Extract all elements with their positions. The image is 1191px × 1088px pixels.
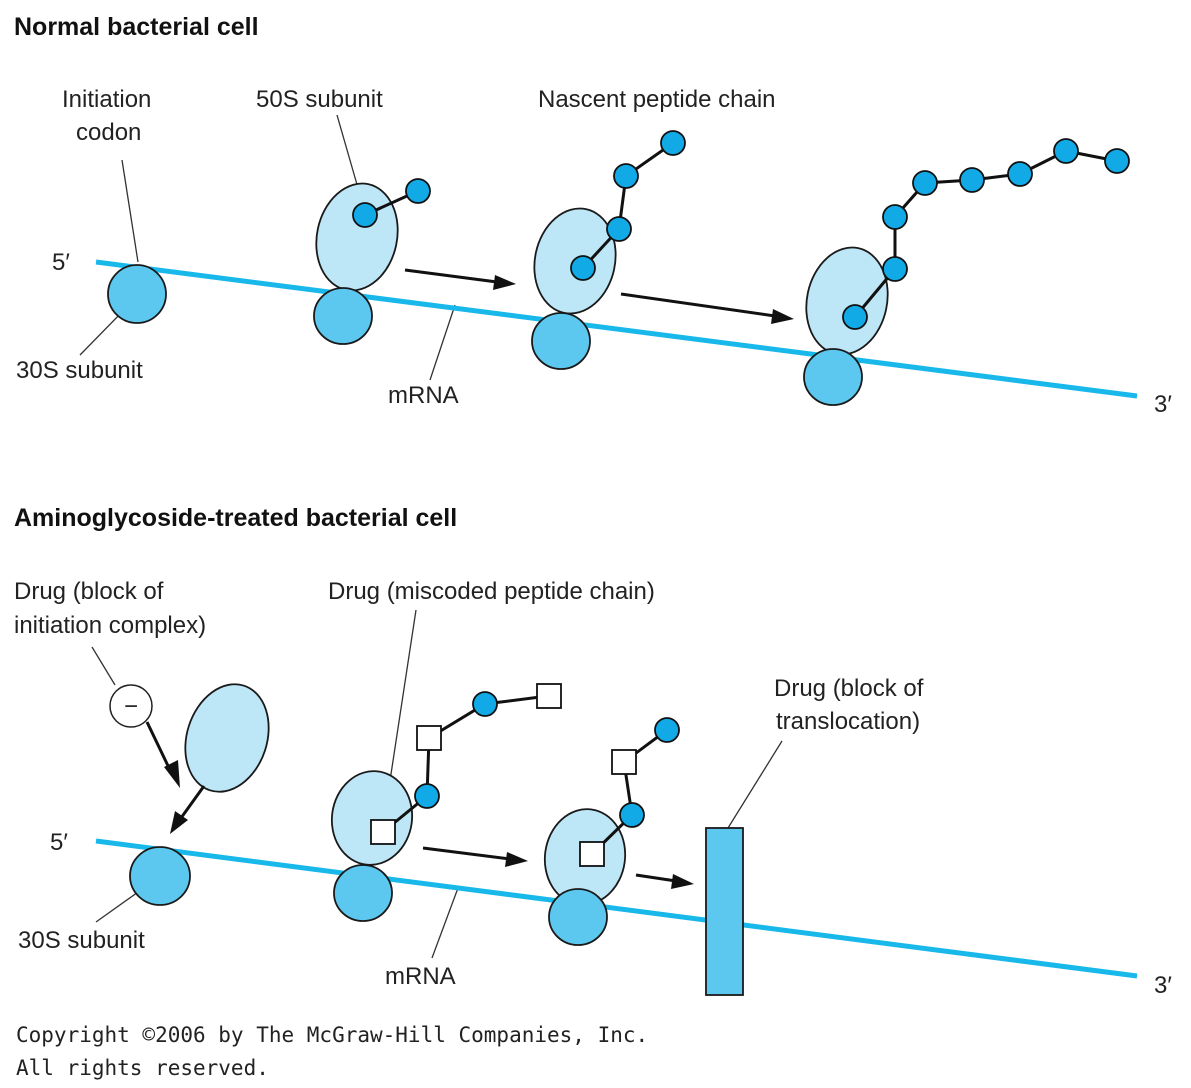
miscoded-amino-acid [370,819,396,845]
progression-arrow [404,268,498,284]
amino-acid [882,256,908,282]
subunit-30s [803,348,863,406]
subunit-50s-pointer [336,114,361,196]
subunit-50s-detached [184,683,270,793]
amino-acid [405,178,431,204]
ribosome [531,130,686,370]
subunit-30s [107,264,167,324]
copyright-line2: All rights reserved. [16,1056,269,1080]
peptide-chain [853,149,1118,318]
drug-translocation-label-line2: translocation) [776,708,920,735]
arrowhead [771,309,794,324]
amino-acid [1007,161,1033,187]
initiation-codon-label-line2: codon [76,119,141,146]
drug-initiation-label: Drug (block of [14,578,164,605]
amino-acid [959,167,985,193]
drug-translocation-pointer [727,740,783,829]
subunit-50s [330,770,414,866]
peptide-chain [581,141,674,270]
five-prime-label: 5′ [50,829,68,856]
subunit-30s-label: 30S subunit [16,357,143,384]
ribosome [330,683,562,922]
drug-initiation-label-line2: initiation complex) [14,612,206,639]
subunit-30s-label: 30S subunit [18,927,145,954]
arrowhead [493,275,516,290]
mrna-label: mRNA [388,382,459,409]
miscoded-amino-acid [579,841,605,867]
ribosome [543,717,680,946]
copyright-line1: Copyright ©2006 by The McGraw-Hill Compa… [16,1023,648,1047]
amino-acid [619,802,645,828]
normal-panel-title: Normal bacterial cell [14,13,259,41]
arrowhead [164,760,180,788]
initiation-codon-label: Initiation [62,86,151,113]
mrna-pointer [431,887,459,959]
initiation-codon-pointer [121,159,139,263]
minus-sign: − [124,693,138,720]
inhibition-arrow [145,721,172,771]
amino-acid [472,691,498,717]
miscoded-amino-acid [416,725,442,751]
subunit-30s [548,888,608,946]
drug-translocation-label: Drug (block of [774,675,924,702]
drug-initiation-pointer [91,646,116,686]
ribosome [803,138,1130,406]
progression-arrow [422,846,511,861]
subunit-50s [805,246,889,356]
mrna-label: mRNA [385,963,456,990]
five-prime-label: 5′ [52,249,70,276]
drug-miscoded-label: Drug (miscoded peptide chain) [328,578,655,605]
ribosome [313,178,431,345]
amino-acid [842,304,868,330]
subunit-30s [333,864,393,922]
amino-acid [570,255,596,281]
amino-acid [912,170,938,196]
miscoded-peptide-chain [590,728,668,856]
three-prime-label: 3′ [1154,972,1172,999]
three-prime-label: 3′ [1154,391,1172,418]
amino-acid [1104,148,1130,174]
miscoded-amino-acid [611,749,637,775]
amino-acid [613,163,639,189]
treated-panel-title: Aminoglycoside-treated bacterial cell [14,504,457,532]
mrna-strand [95,259,1138,399]
amino-acid [606,216,632,242]
amino-acid [882,204,908,230]
amino-acid [352,202,378,228]
amino-acid [1053,138,1079,164]
translocation-block [705,827,744,996]
arrowhead [505,852,528,867]
normal-panel: Normal bacterial cell Initiation codon 5… [14,13,1172,418]
subunit-30s [313,287,373,345]
arrowhead [170,811,188,834]
subunit-50s [315,182,399,292]
subunit-30s [129,846,191,906]
subunit-30s [531,312,591,370]
progression-arrow [620,292,776,318]
miscoded-peptide-chain [382,694,549,834]
mrna-strand [95,838,1138,979]
amino-acid [414,783,440,809]
nascent-peptide-label: Nascent peptide chain [538,86,776,113]
inhibitor-symbol [109,684,153,728]
treated-panel: Aminoglycoside-treated bacterial cell Dr… [14,504,1172,999]
arrowhead [671,874,694,889]
progression-arrow [635,873,677,883]
subunit-50s-label: 50S subunit [256,86,383,113]
miscoded-amino-acid [536,683,562,709]
amino-acid [654,717,680,743]
amino-acid [660,130,686,156]
blocked-binding-arrow [179,785,206,819]
mrna-pointer [429,304,456,381]
